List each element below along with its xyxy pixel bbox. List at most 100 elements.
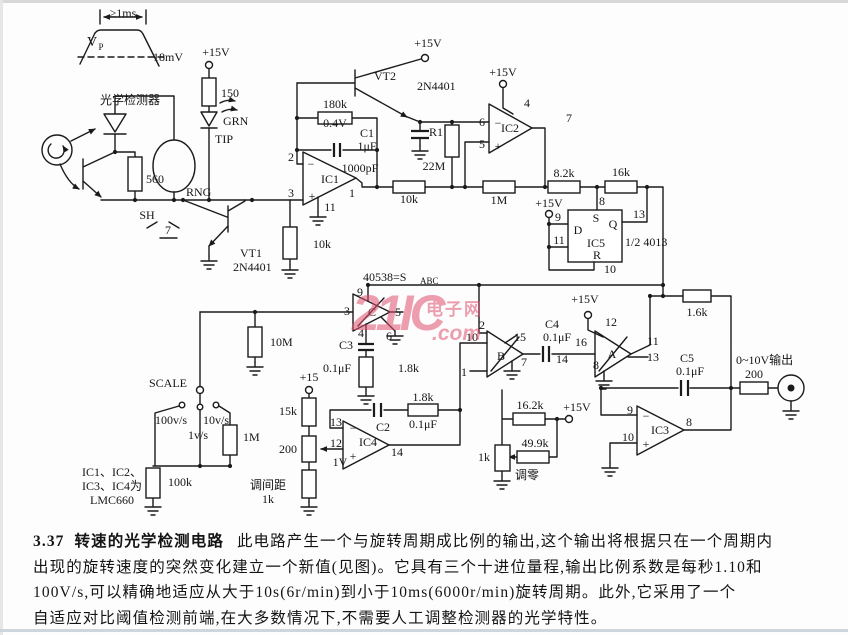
ic1-pin2: 2	[288, 150, 294, 164]
ic3-pin9: 9	[627, 403, 633, 417]
resistor-162k	[512, 412, 546, 426]
swa-pin16: 16	[575, 335, 587, 349]
tune-gap-label: 调间距	[250, 478, 286, 492]
resistor-1k-gap	[301, 469, 317, 499]
ic3-label: IC3	[651, 423, 669, 437]
resistor-16k	[604, 180, 638, 194]
v-04: 0.4V	[323, 116, 347, 130]
ic1-plus: +	[309, 189, 316, 203]
resistor-15k	[301, 397, 317, 427]
res-200-out: 200	[745, 367, 763, 381]
res-1k-zero: 1k	[478, 450, 490, 464]
sabc-control-line	[367, 284, 664, 334]
ic2-pin4: 4	[524, 96, 530, 110]
photodiode-symbol	[103, 95, 175, 153]
ic1-stage	[281, 82, 664, 297]
ground-icon	[200, 255, 218, 270]
rotating-disc-icon	[41, 134, 73, 166]
ic3-plus: +	[643, 437, 650, 451]
ic4-opamp-symbol	[342, 420, 390, 470]
vt1-symbol	[182, 199, 246, 233]
resistor-16k-int	[682, 289, 712, 303]
res-1m-scale: 1M	[243, 430, 260, 444]
led-indicator-chain	[200, 60, 238, 201]
cap-c2-symbol	[372, 403, 383, 417]
resistor-r1-22m	[444, 124, 460, 158]
optical-detector-label: 光学检测器	[100, 92, 160, 107]
swb-label: B	[497, 349, 505, 363]
switch-a-stage	[583, 289, 732, 431]
res-82k: 8.2k	[554, 166, 575, 180]
scale-100vs: 100v/s	[155, 413, 187, 427]
switch-contact-100vs	[178, 401, 186, 409]
resistor-100k	[145, 467, 161, 499]
res-10m: 10M	[270, 335, 293, 349]
level-18mv: 18mV	[153, 50, 183, 64]
section-number: 3.37	[33, 533, 65, 550]
pot-200: 200	[279, 442, 297, 456]
resistor-499k	[516, 450, 550, 464]
swc-pin4: 4	[358, 326, 364, 340]
supply-terminal	[420, 53, 430, 63]
resistor-200-out	[739, 381, 769, 395]
swc-label: C	[368, 305, 376, 319]
swb-pin10: 10	[466, 330, 478, 344]
light-emission-icon	[221, 105, 238, 113]
cap-c5: C5	[680, 351, 694, 365]
ic4-label: IC4	[359, 435, 377, 449]
ic-note-2: IC3、IC4为	[82, 479, 142, 493]
ic4-pin14: 14	[391, 445, 403, 459]
swa-pin8: 8	[593, 358, 599, 372]
ic4-stage	[329, 342, 488, 470]
ic2-minus: −	[495, 116, 502, 130]
ic2-opamp-symbol	[488, 103, 533, 154]
supply-terminal	[544, 209, 554, 219]
vt1-part: 2N4401	[233, 260, 272, 274]
swc-pin3: 3	[344, 304, 350, 318]
caption-line-2: 出现的旋转速度的突然变化建立一个新值(见图)。它具有三个十进位量程,输出比例系数…	[33, 558, 763, 576]
phototransistor-symbol	[82, 151, 116, 190]
res-1m: 1M	[491, 193, 508, 207]
resistor-18k-c3	[358, 356, 374, 388]
v-1v: 1V	[333, 455, 348, 469]
ic3-minus: −	[643, 409, 650, 423]
vt2-part: 2N4401	[417, 79, 456, 93]
swc-pin5: 5	[395, 305, 401, 319]
res-18k-c3: 1.8k	[398, 361, 419, 375]
sh-label: SH	[139, 208, 155, 222]
res-18k-fb: 1.8k	[413, 390, 434, 404]
ic5-flipflop	[544, 186, 648, 271]
supply-terminal	[204, 60, 214, 70]
ground-icon	[357, 390, 375, 405]
ic5-part: 1/2 4013	[625, 235, 667, 249]
swa-pin12: 12	[605, 315, 617, 329]
pot-1k-body	[494, 444, 511, 472]
res-100k: 100k	[168, 475, 192, 489]
supply-waveform: +15V	[202, 45, 230, 59]
resistor-10k-input	[282, 226, 298, 260]
ic2-pin7: 7	[566, 111, 572, 125]
res-10k-series: 10k	[400, 192, 418, 206]
res-r1: R1	[429, 125, 443, 139]
shield-pin-7: 7	[165, 223, 171, 237]
output-jack	[777, 374, 805, 402]
ic5-supply: +15V	[535, 196, 563, 210]
swc-pin9: 9	[357, 285, 363, 299]
ic5-pin9: 9	[555, 210, 561, 224]
threshold-divider	[300, 385, 344, 516]
vp-label: V	[87, 35, 97, 50]
output-jack-pin	[787, 384, 795, 392]
supply-threshold: +15	[300, 370, 319, 384]
res-15k: 15k	[279, 404, 297, 418]
swa-pin14: 14	[556, 352, 568, 366]
ic4-plus: +	[350, 449, 357, 463]
switch-a-symbol	[594, 330, 632, 378]
tip-label: TIP	[215, 132, 233, 146]
rotation-arrow-icon	[47, 143, 69, 159]
pot-200-body	[301, 435, 317, 463]
ic1-minus: −	[308, 157, 315, 171]
resistor-1m-scale	[222, 424, 238, 456]
